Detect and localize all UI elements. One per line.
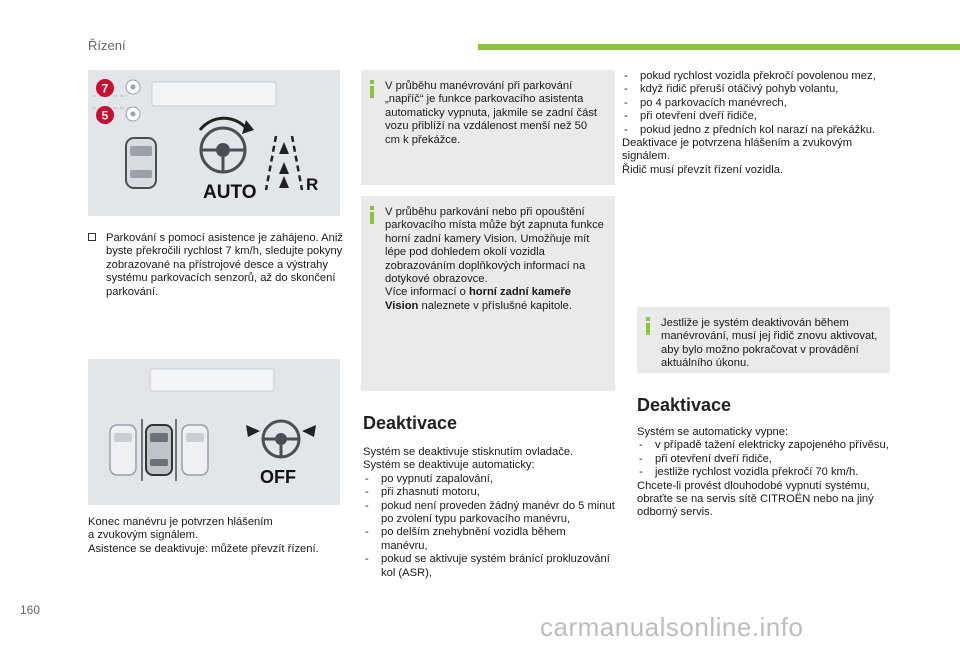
info-ref-pre: Více informací o xyxy=(385,286,469,299)
section-heading-deactivation-auto: Deaktivace xyxy=(637,395,732,415)
list-item: -pokud se aktivuje systém bránící proklu… xyxy=(363,553,615,580)
section-heading-deactivation: Deaktivace xyxy=(363,413,458,433)
list-item: -při otevření dveří řidiče, xyxy=(622,110,890,123)
list-item: -jestliže rychlost vozidla překročí 70 k… xyxy=(637,466,890,479)
info-reference: Více informací o horní zadní kameře Visi… xyxy=(385,286,605,313)
parking-sensor-icon xyxy=(125,79,141,95)
text-line: Systém se deaktivuje automaticky: xyxy=(363,459,535,472)
list-item-text: pokud se aktivuje systém bránící prokluz… xyxy=(381,553,610,579)
list-item-text: jestliže rychlost vozidla překročí 70 km… xyxy=(655,466,859,479)
instruction-text: Parkování s pomocí asistence je zahájeno… xyxy=(106,232,343,298)
info-icon xyxy=(370,206,374,224)
auto-label: AUTO xyxy=(203,182,256,203)
info-text: Jestliže je systém deaktivován během man… xyxy=(661,317,878,370)
watermark: carmanualsonline.info xyxy=(540,612,804,642)
figure-parking-off-drawing: OFF xyxy=(109,368,316,487)
off-label: OFF xyxy=(260,467,296,487)
info-ref-post: naleznete v příslušné kapitole. xyxy=(418,299,572,312)
list-item-text: při otevření dveří řidiče, xyxy=(655,452,772,465)
list-item: -po 4 parkovacích manévrech, xyxy=(622,97,890,110)
car-top-view-icon xyxy=(181,424,209,476)
end-of-maneuver-text: Konec manévru je potvrzen hlášením a zvu… xyxy=(88,516,343,556)
list-item-text: v případě tažení elektricky zapojeného p… xyxy=(655,439,889,452)
list-item-text: po vypnutí zapalování, xyxy=(381,472,493,485)
badge-7: 7 xyxy=(96,79,114,97)
list-item-text: pokud jedno z předních kol narazí na pře… xyxy=(640,123,876,136)
page-number: 160 xyxy=(20,603,41,617)
list-item-text: když řidič přeruší otáčivý pohyb volantu… xyxy=(640,83,839,96)
list-item: -při zhasnutí motoru, xyxy=(363,486,615,499)
info-box-reactivate: Jestliže je systém deaktivován během man… xyxy=(637,307,890,373)
list-item-text: po 4 parkovacích manévrech, xyxy=(640,96,787,109)
section-label: Řízení xyxy=(88,38,126,53)
checkbox-bullet-icon xyxy=(88,232,97,245)
display-panel-top xyxy=(151,81,277,107)
text-line: Systém se automaticky vypne: xyxy=(637,426,789,438)
text-line: Deaktivace je potvrzena hlášením a zvuko… xyxy=(622,137,853,163)
list-item: -po vypnutí zapalování, xyxy=(363,473,615,486)
info-text: V průběhu manévrování při parkování „nap… xyxy=(385,80,598,146)
car-top-view-icon xyxy=(125,137,157,189)
auto-deactivation-text: Systém se automaticky vypne: -v případě … xyxy=(622,426,890,520)
badge-5-label: 5 xyxy=(102,109,109,123)
steering-wheel-icon xyxy=(246,419,316,459)
text-line: Řidič musí převzít řízení vozidla. xyxy=(622,163,784,176)
badge-5: 5 xyxy=(96,106,114,124)
list-item: -pokud jedno z předních kol narazí na př… xyxy=(622,124,890,137)
deactivation-continued: -pokud rychlost vozidla překročí povolen… xyxy=(622,70,890,177)
list-item: -pokud není proveden žádný manévr do 5 m… xyxy=(365,499,615,526)
info-icon xyxy=(370,80,374,98)
r-label: R xyxy=(306,175,318,194)
info-box-vision-camera: V průběhu parkování nebo při opouštění p… xyxy=(361,196,615,391)
end-line: Asistence se deaktivuje: můžete převzít … xyxy=(88,542,319,555)
badge-7-label: 7 xyxy=(102,82,109,96)
section-rule xyxy=(478,44,960,50)
list-item: -když řidič přeruší otáčivý pohyb volant… xyxy=(622,83,890,96)
steering-wheel-icon xyxy=(198,116,254,174)
figure-parking-auto-drawing: 7 5 AUTO xyxy=(92,79,318,203)
list-item-text: při zhasnutí motoru, xyxy=(381,486,480,499)
figure-parking-auto: 7 5 AUTO xyxy=(88,70,340,216)
list-item-text: při otevření dveří řidiče, xyxy=(640,110,757,123)
info-icon xyxy=(646,317,650,335)
list-item-text: pokud není proveden žádný manévr do 5 mi… xyxy=(381,499,615,526)
figure-parking-off: OFF xyxy=(88,359,340,505)
car-top-view-icon xyxy=(141,419,177,481)
text-line: Systém se deaktivuje stisknutím ovladače… xyxy=(363,446,574,458)
end-line: Konec manévru je potvrzen hlášením xyxy=(88,516,273,528)
display-panel-top xyxy=(149,368,275,392)
info-ref-bold: horní zadní kameře Vision xyxy=(385,286,571,312)
list-item: -při otevření dveří řidiče, xyxy=(637,453,890,466)
parking-sensor-icon xyxy=(125,106,141,122)
list-item: -pokud rychlost vozidla překročí povolen… xyxy=(622,70,890,83)
deactivation-text: Systém se deaktivuje stisknutím ovladače… xyxy=(363,446,615,580)
instruction-bullet: Parkování s pomocí asistence je zahájeno… xyxy=(88,232,361,299)
list-item: -po delším znehybnění vozidla během mané… xyxy=(363,526,615,553)
text-line: Chcete-li provést dlouhodobé vypnutí sys… xyxy=(637,479,874,519)
info-text: V průběhu parkování nebo při opouštění p… xyxy=(385,206,604,286)
info-box-cross-parking: V průběhu manévrování při parkování „nap… xyxy=(361,70,615,185)
car-top-view-icon xyxy=(109,424,137,476)
end-line: a zvukovým signálem. xyxy=(88,529,199,542)
parking-lines-icon xyxy=(264,135,304,191)
list-item-text: po delším znehybnění vozidla během manév… xyxy=(381,526,566,552)
list-item: -v případě tažení elektricky zapojeného … xyxy=(639,439,889,452)
list-item-text: pokud rychlost vozidla překročí povoleno… xyxy=(640,70,876,82)
